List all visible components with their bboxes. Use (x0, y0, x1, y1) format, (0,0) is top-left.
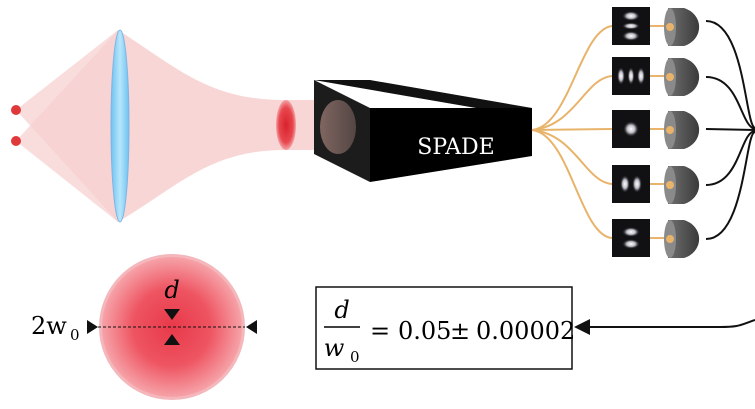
point-source-lower (11, 136, 21, 146)
spade-box-front (370, 108, 532, 182)
spade-label: SPADE (417, 135, 494, 160)
spade-box-top (314, 80, 532, 108)
separation-arrow-bottom (164, 334, 180, 345)
detector (650, 166, 700, 204)
result-arrowhead (574, 319, 590, 335)
point-source-upper (11, 105, 21, 115)
result-value: 0.05 (398, 317, 451, 345)
result-equals: = (370, 317, 390, 345)
result-denominator-sub: 0 (350, 348, 360, 366)
detector (650, 58, 700, 96)
width-label-sub: 0 (70, 326, 80, 344)
HG-mode-horizontal-2-lobe (612, 165, 650, 203)
HG-mode-horizontal-3-lobe (612, 57, 650, 95)
HG-mode-gaussian (612, 110, 650, 148)
detector (650, 220, 700, 258)
width-label: 2w (31, 312, 67, 340)
result-uncertainty: 0.00002 (476, 317, 575, 345)
input-beam-lower (16, 30, 118, 222)
separation-arrow-top (164, 309, 180, 320)
width-arrow-right (246, 320, 257, 334)
lens (110, 29, 130, 223)
detector (650, 111, 700, 149)
result-arrow-line (588, 319, 755, 328)
HG-mode-vertical-2-lobe (612, 219, 650, 257)
spot (102, 257, 242, 397)
separation-label: d (164, 276, 179, 304)
detector (650, 8, 700, 46)
width-arrow-left (87, 320, 98, 334)
HG-mode-vertical-3-lobe (612, 7, 650, 45)
result-denominator: w (324, 334, 345, 362)
result-box (315, 286, 573, 370)
focused-beam (118, 30, 340, 222)
output-fibers (531, 25, 613, 239)
detector-cables (705, 20, 755, 240)
beam-waist (276, 100, 296, 150)
result-numerator: d (334, 296, 349, 324)
result-plus-minus: ± (450, 317, 470, 345)
spade-aperture (320, 100, 356, 154)
